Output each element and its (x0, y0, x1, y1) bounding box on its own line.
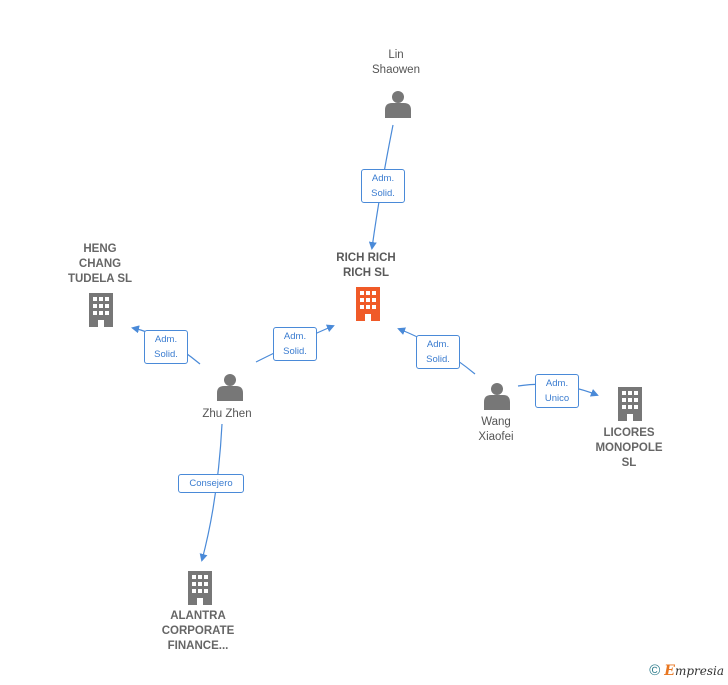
node-label-heng-chang[interactable]: HENG CHANG TUDELA SL (67, 243, 133, 285)
edge-label-zhu-to-rich: Adm. Solid. (273, 327, 317, 361)
edge-label-lin-to-rich: Adm. Solid. (361, 169, 405, 203)
node-label-zhu-zhen[interactable]: Zhu Zhen (202, 408, 252, 420)
edge-label-zhu-to-heng: Adm. Solid. (144, 330, 188, 364)
person-icon[interactable] (217, 374, 243, 401)
empresia-logo[interactable]: Empresia (664, 662, 724, 679)
person-icon[interactable] (385, 91, 411, 118)
footer-credit: © Empresia (649, 662, 724, 679)
node-label-lin-shaowen[interactable]: Lin Shaowen (372, 49, 420, 76)
edge-label-wang-to-rich: Adm. Solid. (416, 335, 460, 369)
node-label-licores[interactable]: LICORES MONOPOLE SL (595, 427, 663, 469)
copyright-icon: © (649, 662, 661, 679)
edge-label-wang-to-licores: Adm. Unico (535, 374, 579, 408)
building-icon[interactable] (89, 293, 113, 327)
person-icon[interactable] (484, 383, 510, 410)
edge-zhu-to-alantra (199, 423, 223, 562)
building-icon[interactable] (618, 387, 642, 421)
node-label-wang-xiaofei[interactable]: Wang Xiaofei (478, 416, 514, 443)
node-label-rich-rich[interactable]: RICH RICH RICH SL (336, 252, 396, 279)
building-icon[interactable] (188, 571, 212, 605)
node-label-alantra[interactable]: ALANTRA CORPORATE FINANCE... (161, 610, 235, 652)
building-icon[interactable] (356, 287, 380, 321)
edge-label-zhu-to-alantra: Consejero (178, 474, 244, 493)
